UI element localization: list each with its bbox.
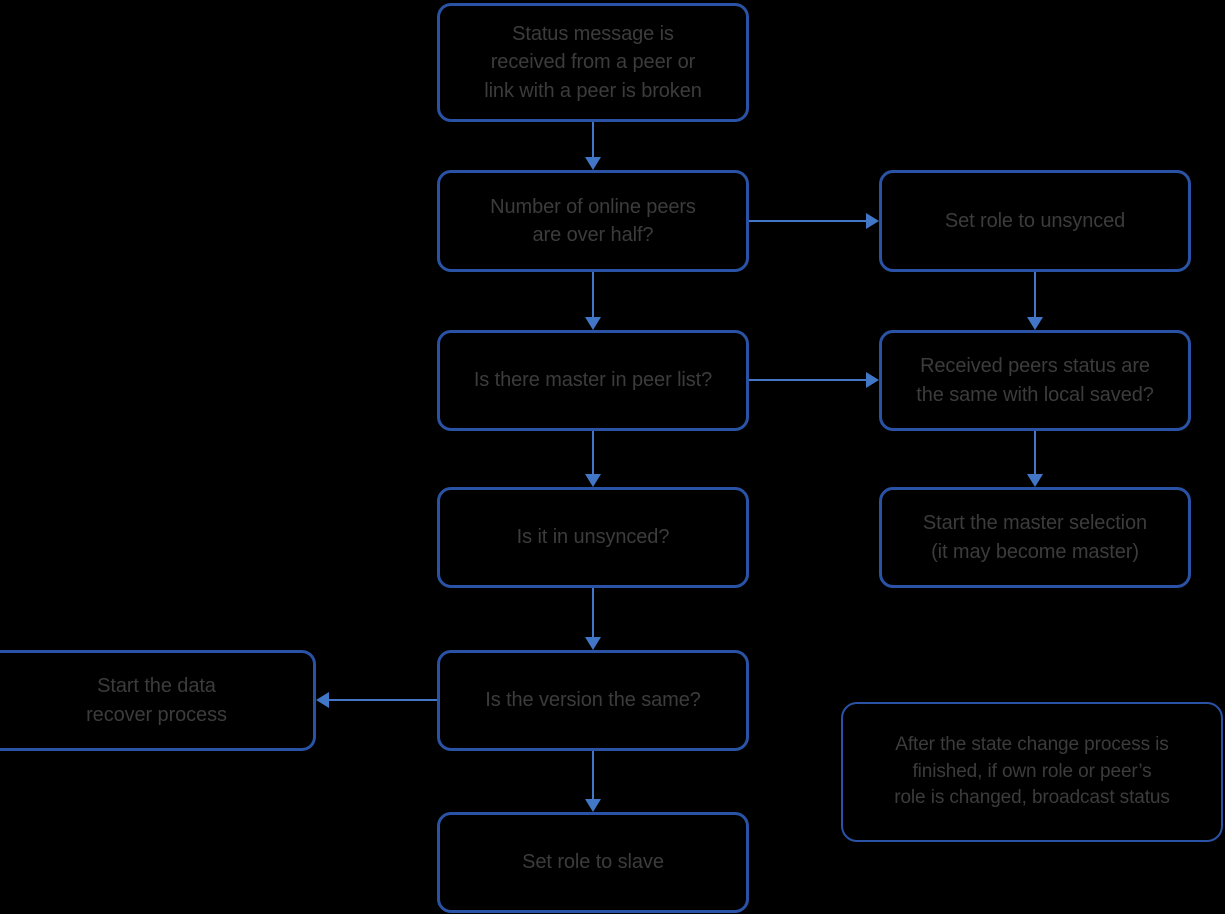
- node-set-role-slave[interactable]: Set role to slave: [437, 812, 749, 913]
- arrow-down-icon: [1027, 317, 1043, 330]
- node-start-data-recover[interactable]: Start the data recover process: [0, 650, 316, 751]
- edge-master-list-to-peers-status: [749, 372, 879, 388]
- connector-line: [592, 751, 594, 800]
- node-label: Start the data recover process: [86, 675, 227, 726]
- arrow-down-icon: [585, 317, 601, 330]
- node-label: Start the master selection (it may becom…: [922, 512, 1148, 563]
- node-label: After the state change process is finish…: [894, 733, 1170, 809]
- connector-line: [328, 699, 437, 701]
- node-label: Set role to unsynced: [944, 209, 1126, 232]
- arrow-right-icon: [866, 213, 879, 229]
- node-label: Number of online peers are over half?: [490, 195, 696, 246]
- connector-line: [749, 220, 867, 222]
- edge-master-list-to-unsynced-check: [585, 431, 601, 487]
- connector-line: [592, 122, 594, 158]
- node-peers-status-same-as-local[interactable]: Received peers status are the same with …: [879, 330, 1191, 431]
- arrow-down-icon: [1027, 474, 1043, 487]
- node-label: Is the version the same?: [485, 689, 701, 712]
- arrow-down-icon: [585, 157, 601, 170]
- edge-version-to-set-slave: [585, 751, 601, 812]
- node-label: Is it in unsynced?: [516, 526, 670, 549]
- node-is-it-in-unsynced[interactable]: Is it in unsynced?: [437, 487, 749, 588]
- edge-online-peers-to-unsynced: [749, 213, 879, 229]
- connector-line: [592, 588, 594, 638]
- connector-line: [1034, 431, 1036, 475]
- arrow-left-icon: [316, 692, 329, 708]
- edge-peers-status-to-master-selection: [1027, 431, 1043, 487]
- edge-online-peers-to-master-list: [585, 272, 601, 330]
- connector-line: [592, 431, 594, 475]
- edge-unsynced-to-peers-status: [1027, 272, 1043, 330]
- connector-line: [749, 379, 867, 381]
- node-master-in-peer-list[interactable]: Is there master in peer list?: [437, 330, 749, 431]
- edge-unsynced-check-to-version: [585, 588, 601, 650]
- node-label: Set role to slave: [522, 851, 664, 874]
- node-label: Received peers status are the same with …: [916, 355, 1154, 406]
- node-online-peers-over-half[interactable]: Number of online peers are over half?: [437, 170, 749, 272]
- node-status-message-received[interactable]: Status message is received from a peer o…: [437, 3, 749, 122]
- node-start-master-selection[interactable]: Start the master selection (it may becom…: [879, 487, 1191, 588]
- edge-status-to-online-peers: [585, 122, 601, 170]
- arrow-down-icon: [585, 474, 601, 487]
- node-set-role-unsynced[interactable]: Set role to unsynced: [879, 170, 1191, 272]
- connector-line: [592, 272, 594, 318]
- node-broadcast-note[interactable]: After the state change process is finish…: [841, 702, 1223, 842]
- connector-line: [1034, 272, 1036, 318]
- node-label: Status message is received from a peer o…: [484, 22, 702, 102]
- edge-version-to-data-recover: [316, 692, 437, 708]
- node-label: Is there master in peer list?: [473, 369, 713, 392]
- arrow-down-icon: [585, 637, 601, 650]
- arrow-down-icon: [585, 799, 601, 812]
- arrow-right-icon: [866, 372, 879, 388]
- node-version-the-same[interactable]: Is the version the same?: [437, 650, 749, 751]
